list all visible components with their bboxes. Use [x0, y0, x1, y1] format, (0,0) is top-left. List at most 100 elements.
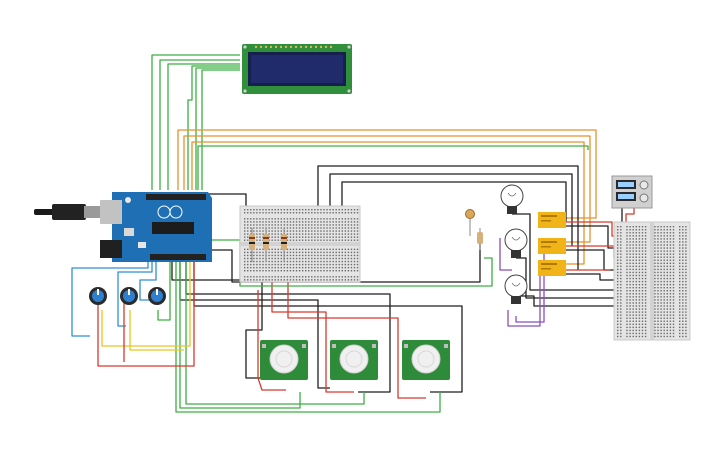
breadboard-hole [657, 280, 659, 283]
light-bulb-icon[interactable] [504, 228, 528, 258]
wire-black-1[interactable] [317, 165, 579, 270]
wire-black-pir-1[interactable] [171, 262, 263, 379]
breadboard-hole [654, 271, 656, 274]
wire-green-lcd-6[interactable] [201, 69, 240, 190]
breadboard-hole [657, 241, 659, 243]
wire-purple-2[interactable] [499, 238, 512, 271]
lcd-display[interactable] [242, 44, 352, 94]
breadboard-hole [256, 212, 258, 214]
pir-sensor-icon[interactable] [402, 340, 450, 380]
breadboard-hole [672, 283, 675, 286]
wire-black-2[interactable] [329, 173, 573, 246]
wire-green-pir-2[interactable] [185, 262, 365, 405]
wire-green-lcd-5[interactable] [195, 67, 240, 190]
potentiometer-icon[interactable] [148, 287, 166, 305]
wire-red-pir-2[interactable] [271, 282, 354, 393]
breadboard-hole [644, 305, 647, 307]
breadboard-hole [654, 277, 656, 280]
pir-sensor-icon[interactable] [260, 340, 308, 380]
breadboard-hole [663, 226, 665, 228]
breadboard-hole [638, 293, 641, 295]
wire-red-relay-1[interactable] [566, 221, 620, 237]
breadboard-hole [320, 254, 322, 257]
breadboard-hole [335, 218, 337, 220]
potentiometer-icon[interactable] [120, 287, 138, 305]
wire-green-pir-3[interactable] [175, 262, 441, 413]
breadboard-hole [635, 265, 637, 268]
breadboard-hole [289, 266, 292, 269]
wire-black-bulb-1[interactable] [512, 213, 620, 291]
breadboard-hole [311, 266, 313, 269]
breadboard-right[interactable] [613, 221, 691, 341]
wire-green-photo[interactable] [206, 239, 493, 287]
breadboard-hole [253, 233, 255, 235]
wire-black-photo[interactable] [206, 240, 481, 283]
breadboard-hole [635, 262, 637, 264]
breadboard-hole [262, 257, 264, 260]
wire-red-pir-3[interactable] [287, 276, 426, 399]
wire-red-pir-1[interactable] [257, 290, 286, 391]
wire-black-3[interactable] [341, 181, 567, 222]
light-bulb-icon[interactable] [504, 274, 528, 304]
breadboard-hole [271, 227, 273, 229]
breadboard-hole [323, 276, 325, 278]
wire-black-bulb-3[interactable] [520, 295, 620, 307]
breadboard-hole [672, 235, 675, 237]
breadboard-hole [654, 305, 656, 307]
arduino-uno[interactable] [100, 192, 212, 262]
breadboard-hole [641, 332, 644, 335]
resistor-icon[interactable] [249, 228, 255, 262]
usb-cable[interactable] [34, 204, 100, 220]
breadboard-hole [253, 251, 255, 254]
breadboard-hole [292, 239, 295, 241]
breadboard-hole [277, 227, 279, 229]
breadboard-hole [292, 224, 295, 226]
wire-yellow-pot-1[interactable] [101, 262, 191, 347]
wire-orange-2[interactable] [183, 135, 591, 243]
pir-sensor-icon[interactable] [330, 340, 378, 380]
breadboard-hole [644, 320, 647, 322]
relay-icon[interactable] [538, 260, 566, 276]
wire-green-lcd-2[interactable] [159, 59, 240, 190]
breadboard-hole [350, 257, 353, 260]
power-supply-icon[interactable] [611, 175, 653, 209]
breadboard-hole [682, 290, 684, 292]
breadboard-small[interactable] [239, 205, 361, 283]
wire-orange-1[interactable] [177, 129, 597, 219]
wire-green-pot[interactable] [157, 262, 171, 321]
wire-blue-pot-1[interactable] [71, 262, 149, 337]
photoresistor-icon[interactable] [465, 209, 484, 251]
potentiometer-icon[interactable] [89, 287, 107, 305]
breadboard-hole [247, 218, 249, 220]
wire-black-arduino-bb[interactable] [205, 193, 247, 208]
wire-blue-pot-3[interactable] [139, 262, 157, 301]
breadboard-hole [341, 236, 343, 238]
wire-black-relay-bb-2[interactable] [566, 249, 620, 271]
pir-sensors [260, 340, 450, 380]
wire-green-lcd-3[interactable] [167, 63, 240, 190]
resistor-icon[interactable] [263, 228, 269, 262]
relay-icon[interactable] [538, 238, 566, 254]
breadboard-hole [308, 260, 310, 263]
wire-purple-3[interactable] [515, 252, 545, 323]
breadboard-hole [620, 235, 622, 237]
wire-black-relay-bb-3[interactable] [566, 273, 620, 281]
resistor-icon[interactable] [281, 228, 287, 262]
relay-icon[interactable] [538, 212, 566, 228]
breadboard-hole [332, 270, 334, 272]
wire-green-lcd-1[interactable] [151, 54, 240, 190]
breadboard-hole [311, 233, 313, 235]
light-bulb-icon[interactable] [500, 184, 524, 214]
breadboard-hole [338, 270, 340, 272]
breadboard-hole [350, 221, 353, 223]
wire-yellow-pot-2[interactable] [129, 310, 184, 351]
wire-green-pir-1[interactable] [179, 262, 301, 409]
breadboard-hole [247, 221, 249, 223]
breadboard-hole [641, 247, 644, 249]
wire-blue-pot-2[interactable] [117, 262, 153, 327]
wire-green-top[interactable] [197, 145, 589, 190]
breadboard-hole [679, 274, 681, 277]
wire-red-pot[interactable] [97, 262, 195, 367]
breadboard-hole [685, 256, 687, 258]
